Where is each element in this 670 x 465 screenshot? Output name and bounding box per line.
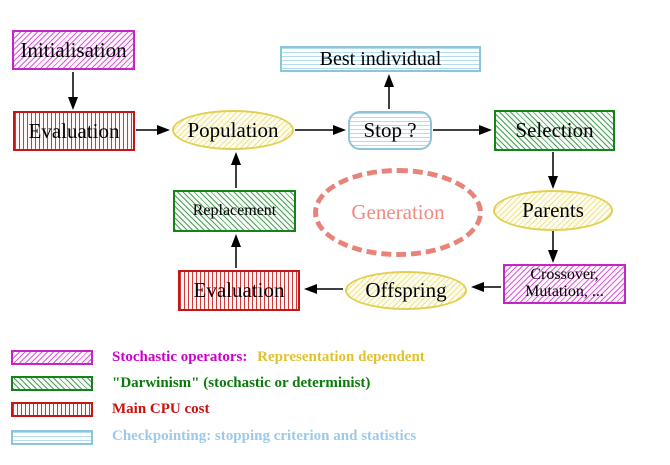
offspring-label: Offspring (365, 278, 447, 303)
arrow-population-to-stop (295, 125, 346, 135)
selection-label: Selection (515, 118, 594, 143)
parents-label: Parents (522, 198, 584, 223)
node-offspring: Offspring (345, 271, 467, 310)
arrow-selection-to-parents (548, 152, 558, 189)
arrow-stop-to-best-individual (384, 74, 394, 109)
node-selection: Selection (494, 110, 615, 151)
legend-swatch-stochastic-operators (11, 350, 93, 365)
node-best-individual: Best individual (280, 46, 481, 72)
legend-row-checkpointing: Checkpointing: stopping criterion and st… (112, 428, 416, 445)
legend-label-stochastic-operators: Stochastic operators: (112, 349, 248, 365)
node-population: Population (172, 110, 294, 150)
node-replacement: Replacement (173, 190, 296, 232)
evaluation-bottom-label: Evaluation (193, 278, 285, 303)
legend-label-main-cpu-cost: Main CPU cost (112, 401, 210, 417)
replacement-label: Replacement (192, 201, 277, 219)
arrow-replacement-to-population (231, 152, 241, 188)
initialisation-label: Initialisation (20, 37, 127, 62)
node-crossover-mutation: Crossover, Mutation, ... (503, 264, 626, 304)
stop-label: Stop ? (363, 118, 417, 143)
arrow-initialisation-to-evaluation (68, 72, 78, 110)
legend-swatch-main-cpu-cost (11, 402, 93, 417)
generation-label: Generation (351, 200, 445, 224)
crossover-label-line2: Mutation, ... (525, 283, 604, 300)
legend-label-representation-dependent: Representation dependent (257, 349, 425, 365)
legend-label-checkpointing: Checkpointing: stopping criterion and st… (112, 428, 417, 444)
node-evaluation-top: Evaluation (13, 111, 135, 151)
legend-label-darwinism: "Darwinism" (stochastic or determinist) (112, 375, 371, 391)
arrow-crossover-to-offspring (471, 282, 501, 292)
arrow-offspring-to-evaluation (304, 284, 343, 294)
legend-row-stochastic-operators: Stochastic operators: Representation dep… (112, 349, 425, 366)
best-individual-label: Best individual (319, 47, 442, 70)
node-initialisation: Initialisation (12, 30, 135, 70)
node-evaluation-bottom: Evaluation (178, 270, 300, 311)
evaluation-top-label: Evaluation (28, 118, 120, 143)
arrow-stop-to-selection (433, 125, 492, 135)
legend-row-main-cpu-cost: Main CPU cost (112, 401, 210, 418)
legend-row-darwinism: "Darwinism" (stochastic or determinist) (112, 375, 370, 392)
crossover-label-line1: Crossover, (530, 266, 599, 284)
legend-swatch-checkpointing (11, 430, 93, 445)
node-parents: Parents (493, 190, 613, 231)
legend-swatch-darwinism (11, 376, 93, 391)
arrow-evaluation-to-replacement (231, 234, 241, 268)
node-stop: Stop ? (348, 111, 432, 150)
population-label: Population (187, 117, 279, 142)
node-generation: Generation (313, 168, 483, 257)
arrow-evaluation-to-population (136, 125, 170, 135)
arrow-parents-to-crossover (548, 231, 558, 263)
